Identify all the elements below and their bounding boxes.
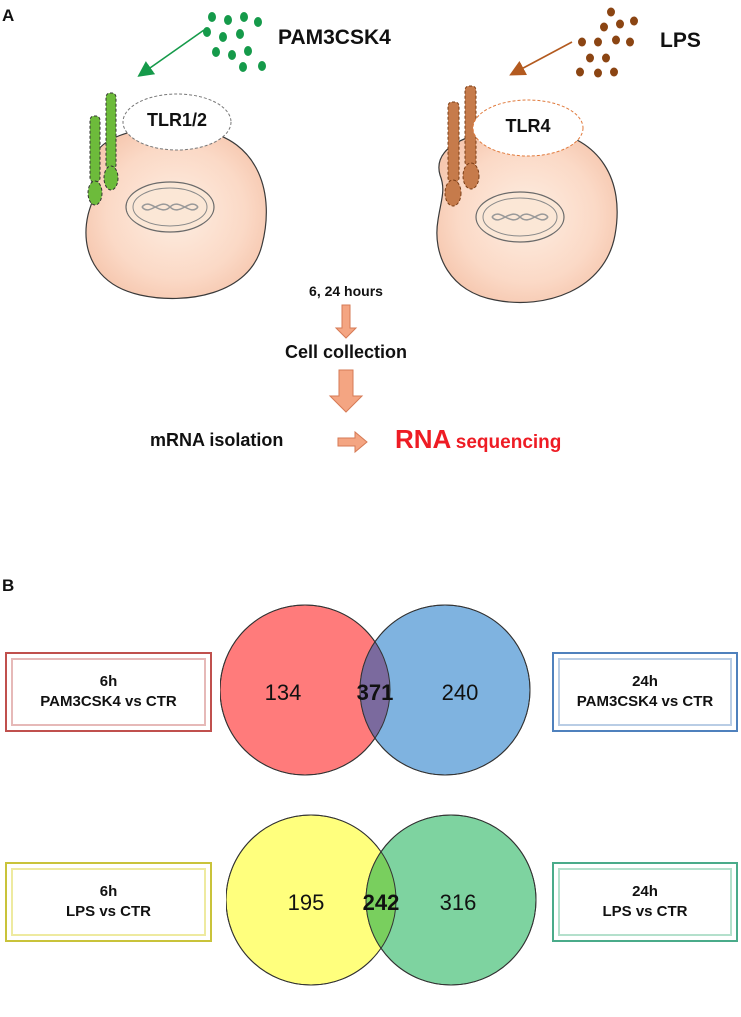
lps-dots	[576, 7, 638, 78]
tlr12-label-oval	[122, 93, 232, 151]
tlr4-label: TLR4	[505, 116, 551, 136]
venn1-right-label-line2: PAM3CSK4 vs CTR	[576, 693, 714, 710]
venn2-left-label-box: 6h LPS vs CTR	[5, 862, 212, 942]
venn1-right-label-box: 24h PAM3CSK4 vs CTR	[552, 652, 738, 732]
pam3csk4-label: PAM3CSK4	[278, 26, 391, 49]
tlr4-receptor-icon	[444, 85, 480, 207]
venn2-right-label-box: 24h LPS vs CTR	[552, 862, 738, 942]
rna-word: RNA	[395, 424, 452, 454]
venn2-left-only-count: 195	[288, 890, 325, 915]
venn1-right-only-count: 240	[442, 680, 479, 705]
time-label: 6, 24 hours	[309, 283, 383, 299]
right-nucleus	[475, 191, 565, 243]
venn2-left-label-line2: LPS vs CTR	[65, 903, 152, 920]
venn1-overlap-count: 371	[357, 680, 394, 705]
venn1-diagram: 134 371 240	[220, 604, 531, 776]
venn2-right-label-line2: LPS vs CTR	[602, 903, 688, 920]
cell-collection-label: Cell collection	[284, 342, 408, 362]
down-arrow-2	[328, 369, 364, 413]
pam3csk4-arrow	[137, 29, 205, 77]
panel-a-illustration	[85, 7, 638, 454]
rna-sequencing-label: RNA sequencing	[395, 424, 561, 455]
lps-arrow	[509, 41, 573, 76]
venn1-left-only-count: 134	[265, 680, 302, 705]
mrna-isolation-label: mRNA isolation	[150, 430, 284, 450]
venn2-right-label-line1: 24h	[632, 883, 658, 900]
sequencing-word: sequencing	[455, 432, 562, 453]
venn1-right-label-line1: 24h	[632, 673, 658, 690]
venn2-left-label-line1: 6h	[99, 883, 118, 900]
tlr4-label-oval	[472, 99, 584, 157]
venn2-diagram: 195 242 316	[226, 814, 537, 986]
venn2-right-only-count: 316	[440, 890, 477, 915]
tlr12-receptor-icon	[87, 92, 119, 206]
venn1-left-label-box: 6h PAM3CSK4 vs CTR	[5, 652, 212, 732]
panel-a-letter: A	[2, 6, 15, 25]
venn1-left-label-line2: PAM3CSK4 vs CTR	[40, 693, 177, 710]
venn1-left-label-line1: 6h	[99, 673, 118, 690]
pam3csk4-dots	[203, 12, 266, 72]
down-arrow-1	[334, 304, 358, 339]
lps-label: LPS	[660, 29, 701, 52]
panel-b-letter: B	[2, 576, 15, 595]
left-nucleus	[125, 181, 215, 233]
right-arrow	[337, 430, 368, 454]
venn2-overlap-count: 242	[363, 890, 400, 915]
tlr12-label: TLR1/2	[146, 110, 207, 130]
left-cell	[85, 126, 267, 300]
